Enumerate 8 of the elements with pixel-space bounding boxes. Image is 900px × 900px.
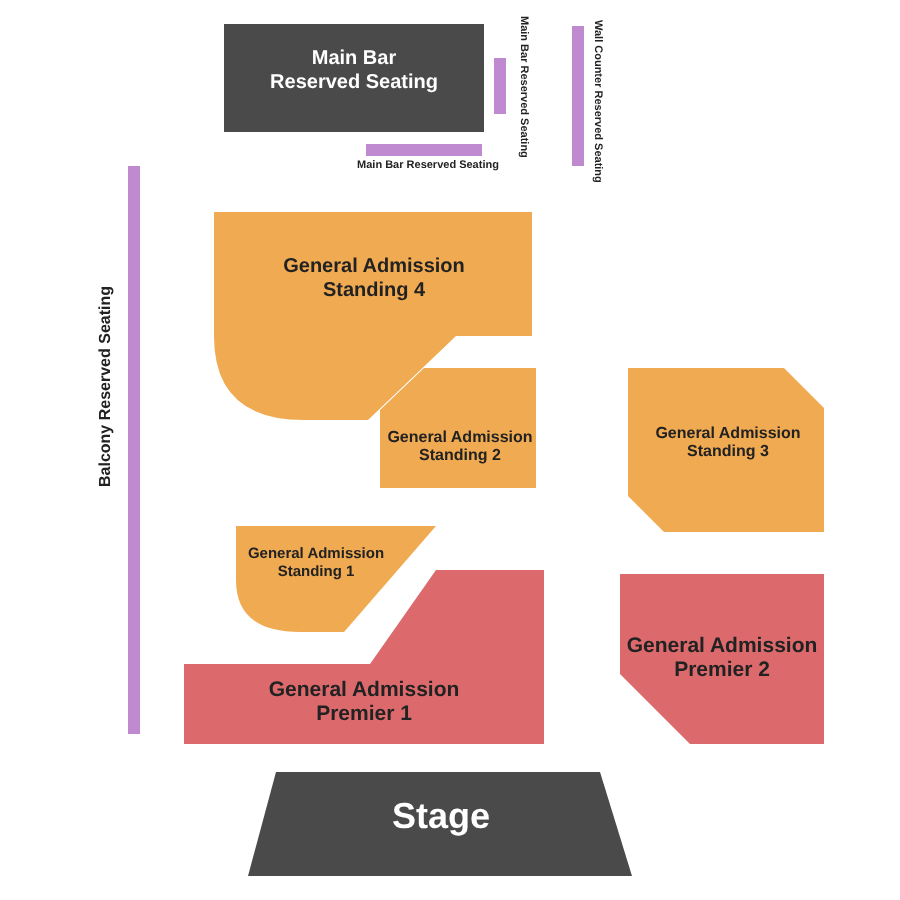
section-label: Balcony Reserved Seating — [96, 286, 115, 487]
section-label: General Admission Standing 2 — [385, 428, 535, 465]
section-label: Main Bar Reserved Seating — [268, 48, 440, 94]
section-label: General Admission Standing 4 — [281, 256, 467, 302]
section-label: General Admission Standing 3 — [653, 424, 803, 461]
section-label: General Admission Premier 1 — [266, 678, 462, 727]
section-label: General Admission Premier 2 — [624, 634, 820, 683]
section-label: Stage — [389, 796, 493, 838]
